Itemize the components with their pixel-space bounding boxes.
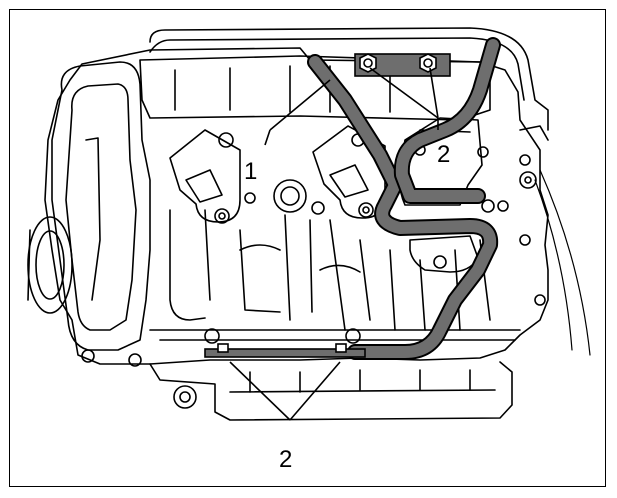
nut-bottom-left <box>217 343 229 353</box>
ignition-coil-left <box>169 129 241 224</box>
coolant-hose <box>307 37 501 360</box>
top-bracket <box>354 53 451 77</box>
upper-coolant-pipe <box>149 27 549 131</box>
callout-2-bottom: 2 <box>279 446 293 473</box>
oil-pan <box>149 361 513 421</box>
timing-cover <box>51 61 151 351</box>
callout-1: 1 <box>244 158 258 185</box>
bottom-bracket <box>204 343 366 358</box>
figure-frame <box>9 9 606 487</box>
nut-bottom-right <box>335 343 347 353</box>
callout-2-top: 2 <box>437 141 451 168</box>
leader-lines <box>229 67 439 421</box>
wiring-harness <box>539 169 591 356</box>
plug-well-1 <box>273 179 307 213</box>
drain-bolt <box>173 385 197 409</box>
crank-pulley <box>27 216 73 314</box>
engine-block-outline <box>44 47 549 365</box>
